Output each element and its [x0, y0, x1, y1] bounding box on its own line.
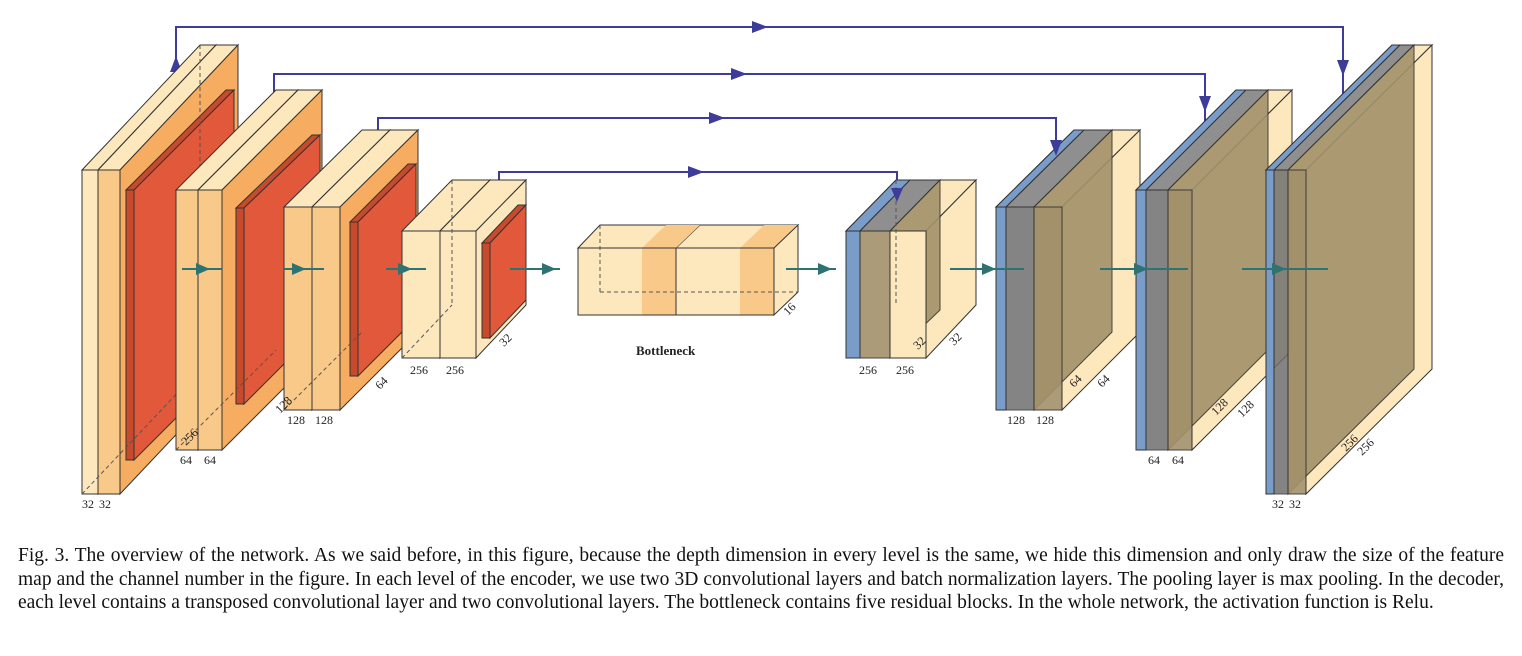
- encoder-4-channel-label-b: 256: [446, 363, 464, 377]
- decoder-level-1: [1264, 43, 1434, 496]
- flow-arrow: [284, 263, 324, 275]
- skip-connection-level-4: [498, 171, 898, 205]
- skip-arrowhead: [688, 166, 704, 178]
- skip-arrowhead: [1199, 96, 1211, 112]
- decoder-4-channel-label-a: 256: [859, 363, 877, 377]
- encoder-4-channel-label-a: 256: [410, 363, 428, 377]
- decoder-3-channel-label-a: 128: [1007, 413, 1025, 427]
- skip-arrowhead: [752, 21, 768, 33]
- decoder-1-channel-label-b: 32: [1289, 497, 1301, 511]
- encoder-2-channel-label-b: 64: [204, 453, 216, 467]
- bottleneck-label: Bottleneck: [636, 343, 696, 358]
- flow-arrow: [1242, 263, 1328, 275]
- skip-arrowhead: [709, 112, 725, 124]
- skip-connection-level-1: [175, 26, 1344, 105]
- flow-arrow: [510, 263, 560, 275]
- figure-caption: Fig. 3. The overview of the network. As …: [18, 545, 1504, 613]
- skip-arrowhead: [891, 188, 903, 202]
- decoder-level-4: [844, 178, 978, 360]
- flow-arrow: [1100, 263, 1188, 275]
- encoder-3-channel-label-a: 128: [287, 413, 305, 427]
- decoder-3-channel-label-b: 128: [1036, 413, 1054, 427]
- encoder-level-4: [400, 178, 528, 360]
- encoder-2-channel-label-a: 64: [180, 453, 192, 467]
- skip-connection-level-3: [377, 117, 1057, 167]
- flow-arrow: [950, 263, 1024, 275]
- encoder-4-size-label: 64: [372, 374, 390, 392]
- decoder-2-channel-label-a: 64: [1148, 453, 1160, 467]
- flow-arrow: [182, 263, 222, 275]
- flow-arrow: [786, 263, 836, 275]
- unet-architecture-diagram: 32 32 64 64 128 128 256 256 256 128 64 3…: [80, 21, 1434, 511]
- encoder-1-channel-label-a: 32: [82, 497, 94, 511]
- decoder-1-channel-label-a: 32: [1272, 497, 1284, 511]
- flow-arrow: [386, 263, 426, 275]
- encoder-3-channel-label-b: 128: [315, 413, 333, 427]
- skip-arrowhead: [1050, 140, 1062, 156]
- encoder-1-channel-label-b: 32: [99, 497, 111, 511]
- skip-arrowhead: [731, 68, 747, 80]
- skip-arrowhead: [1337, 60, 1349, 76]
- bottleneck-block: [576, 223, 800, 317]
- decoder-2-channel-label-b: 64: [1172, 453, 1184, 467]
- decoder-level-3: [994, 128, 1142, 412]
- decoder-4-channel-label-b: 256: [896, 363, 914, 377]
